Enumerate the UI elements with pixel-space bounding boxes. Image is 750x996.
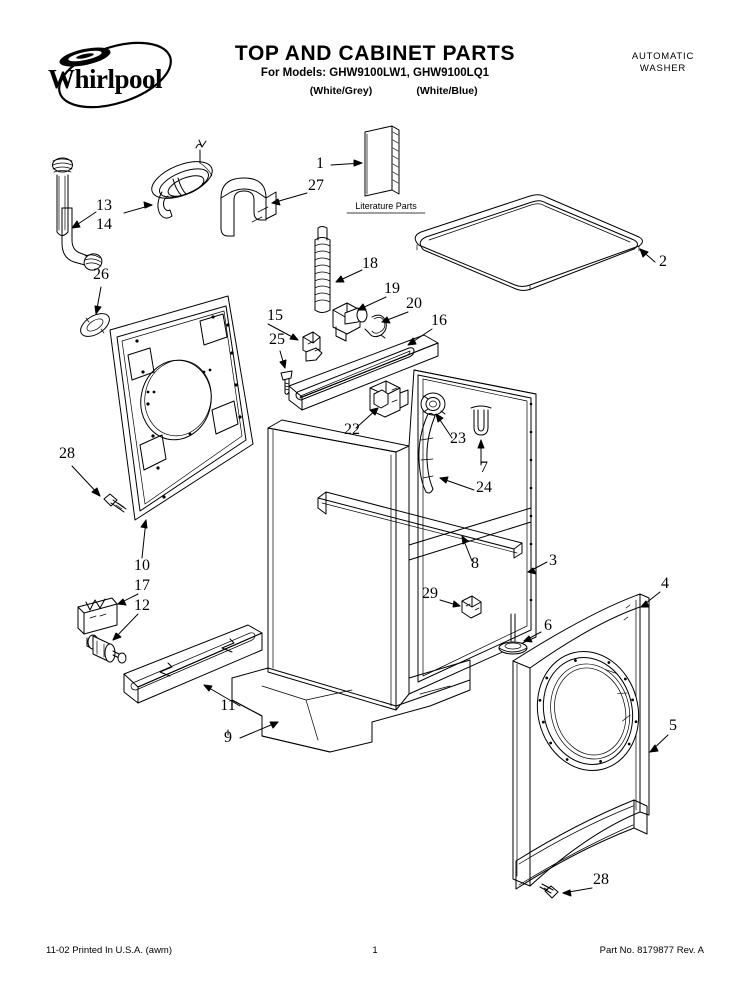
part-16-top-trim-rail xyxy=(288,334,439,411)
part-5-front-lower-trim xyxy=(515,799,648,890)
callout-1: 1 xyxy=(316,155,324,172)
callout-5: 5 xyxy=(669,717,677,734)
callout-2: 2 xyxy=(659,253,667,270)
part-7-wire-clip xyxy=(470,405,492,436)
part-24-hose-strap xyxy=(418,412,436,494)
part-18-flex-hose xyxy=(314,226,331,313)
callout-23: 23 xyxy=(450,430,466,447)
callout-20: 20 xyxy=(406,295,422,312)
part-28-screw-bottom xyxy=(539,883,559,899)
callout-numbers: 1 2 3 4 5 6 7 8 9 10 11 12 13 14 15 16 1… xyxy=(59,155,677,888)
callout-3: 3 xyxy=(549,552,557,569)
part-17-clip-strip xyxy=(77,597,118,635)
part-8-support-brace xyxy=(317,491,523,559)
appliance-type-line2: WASHER xyxy=(640,63,686,74)
callout-18: 18 xyxy=(362,255,378,272)
color-variant-1: (White/Grey) xyxy=(310,85,372,97)
callout-9: 9 xyxy=(224,729,232,746)
part-28-screw-left xyxy=(103,493,127,513)
part-15-bracket xyxy=(302,331,323,362)
part-10-rear-panel xyxy=(109,295,254,521)
footer-part-number: Part No. 8179877 Rev. A xyxy=(600,945,705,956)
part-27-hose-guide xyxy=(220,177,277,237)
part-26-grommet xyxy=(80,313,110,337)
brand-wordmark: Whirlpool xyxy=(48,64,163,94)
part-14-elbow-hose xyxy=(61,207,103,271)
callout-17: 17 xyxy=(134,577,150,594)
footer-page-number: 1 xyxy=(372,945,377,956)
callout-24: 24 xyxy=(476,479,492,496)
callout-16: 16 xyxy=(431,312,447,329)
part-6-leveling-foot xyxy=(498,613,528,655)
part-1-literature-booklet xyxy=(364,125,400,197)
callout-8: 8 xyxy=(471,555,479,572)
part-13-inlet-hose xyxy=(52,157,73,236)
callout-14: 14 xyxy=(96,216,112,233)
callout-7: 7 xyxy=(480,459,488,476)
part-25-screw xyxy=(280,370,293,395)
models-line: For Models: GHW9100LW1, GHW9100LQ1 xyxy=(261,67,490,79)
appliance-type-line1: AUTOMATIC xyxy=(632,51,694,62)
callout-29: 29 xyxy=(422,585,438,602)
part-29-clip xyxy=(461,595,482,619)
callout-26: 26 xyxy=(93,266,109,283)
callout-13: 13 xyxy=(96,197,112,214)
callout-12: 12 xyxy=(134,597,150,614)
callout-28-bottom: 28 xyxy=(593,871,609,888)
callout-25: 25 xyxy=(269,331,285,348)
callout-28-left: 28 xyxy=(59,445,75,462)
literature-parts-label: Literature Parts xyxy=(355,201,417,211)
part-4-front-panel xyxy=(512,593,650,887)
callout-27: 27 xyxy=(308,177,324,194)
part-12-damper xyxy=(86,634,127,664)
color-variant-2: (White/Blue) xyxy=(416,85,477,97)
callout-22: 22 xyxy=(344,421,360,438)
footer-print-info: 11-02 Printed In U.S.A. (awm) xyxy=(46,945,172,956)
part-27-power-cord xyxy=(151,139,213,219)
page-title: TOP AND CABINET PARTS xyxy=(235,42,515,65)
callout-11: 11 xyxy=(220,697,235,714)
part-23-grommet xyxy=(420,392,446,416)
cabinet-shell xyxy=(231,369,537,753)
leader-lines xyxy=(71,159,669,897)
part-20-hose-clamp xyxy=(364,314,387,339)
callout-19: 19 xyxy=(384,280,400,297)
part-11-lower-trim xyxy=(123,624,263,704)
callout-6: 6 xyxy=(544,617,552,634)
callout-15: 15 xyxy=(267,307,283,324)
callout-10: 10 xyxy=(134,557,150,574)
brand-logo: Whirlpool xyxy=(48,41,172,109)
part-2-top-panel xyxy=(414,194,643,291)
callout-4: 4 xyxy=(661,575,669,592)
part-19-valve xyxy=(332,302,368,342)
